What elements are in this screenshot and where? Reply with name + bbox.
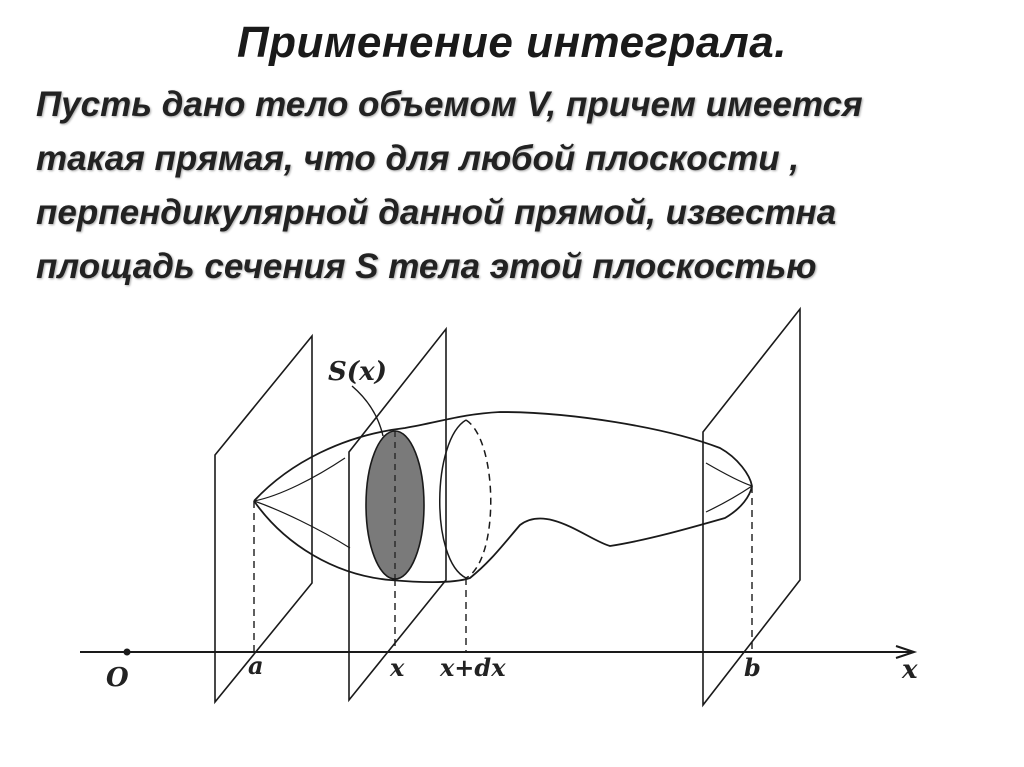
body-line: площадь сечения S тела этой плоскостью — [36, 247, 817, 286]
slide-title: Применение интеграла. — [236, 18, 787, 67]
plane-x — [348, 326, 447, 703]
body-line: такая прямая, что для любой плоскости , — [36, 139, 800, 178]
plane-b — [702, 306, 801, 708]
axis-label: x — [901, 655, 918, 685]
section-leader — [351, 385, 384, 437]
point-label-a: a — [248, 651, 264, 680]
section-label: S(x) — [328, 357, 387, 387]
plane-a — [214, 333, 313, 705]
body-line: перпендикулярной данной прямой, известна — [36, 193, 837, 232]
origin-label: O — [106, 663, 129, 693]
point-label-x-dx: x+dx — [439, 653, 506, 682]
body-text: Пусть дано тело объемом V, причем имеетс… — [36, 78, 996, 294]
body-outline — [253, 411, 753, 583]
section-x-dx — [439, 419, 492, 579]
point-label-x: x — [389, 653, 405, 682]
projection-lines — [253, 486, 753, 652]
point-label-b: b — [744, 653, 761, 682]
origin-point — [123, 648, 131, 656]
x-axis — [80, 645, 918, 659]
body-line: Пусть дано тело объемом V, причем имеетс… — [36, 85, 863, 124]
